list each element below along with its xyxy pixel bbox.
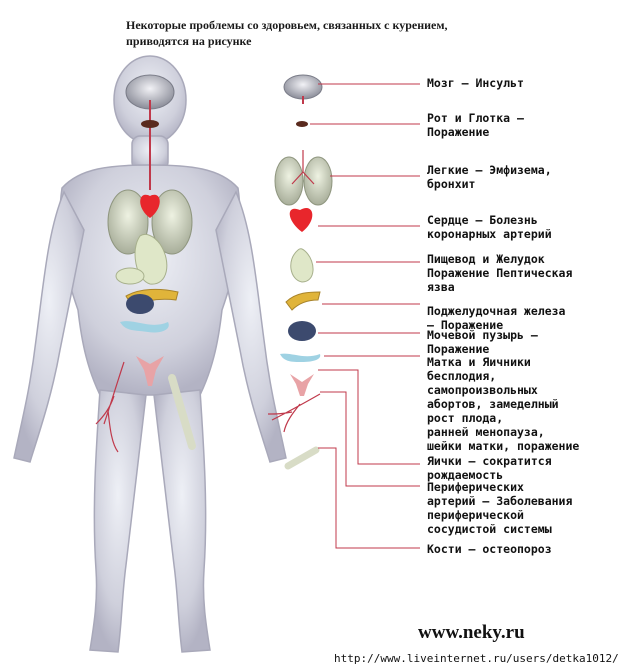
right-arm [215, 190, 287, 463]
label-brain: Мозг — Инсульт [427, 76, 524, 90]
left-arm [13, 190, 85, 463]
body-femur [168, 374, 196, 450]
lungs-icon [274, 150, 333, 206]
bladder-icon [288, 321, 316, 341]
label-arteries: Периферических артерий — Заболевания пер… [427, 480, 573, 536]
right-leg [153, 389, 211, 653]
label-testes: Яички — сократится рождаемость [427, 454, 552, 482]
left-leg [89, 389, 147, 653]
label-uterus: Матка и Яичники бесплодия, самопроизволь… [427, 355, 580, 453]
body-left-lung [107, 189, 149, 255]
heart-icon [289, 208, 313, 232]
arteries-icon [267, 393, 321, 433]
body-mouth [141, 120, 159, 128]
label-pancreas: Поджелудочная железа — Поражение [427, 304, 566, 332]
stomach-icon [290, 248, 314, 283]
body-heart [140, 194, 160, 218]
source-url: http://www.liveinternet.ru/users/detka10… [334, 652, 619, 665]
body-pelvic-organ [136, 356, 164, 386]
body-stomach [134, 233, 168, 285]
body-liver [115, 267, 145, 285]
label-stomach: Пищевод и Желудок Поражение Пептическая … [427, 252, 573, 294]
body-bladder [126, 294, 154, 314]
organ-icons [267, 74, 333, 470]
body-organs [95, 74, 196, 453]
body-uterus [120, 321, 169, 333]
body-right-lung [151, 189, 193, 255]
label-mouth: Рот и Глотка — Поражение [427, 111, 524, 139]
pancreas-icon [285, 291, 321, 311]
testes-icon [290, 374, 314, 396]
label-heart: Сердце — Болезнь коронарных артерий [427, 213, 552, 241]
smoking-health-diagram [13, 55, 420, 653]
bone-icon [284, 446, 320, 470]
mouth-icon [296, 121, 308, 127]
page-title: Некоторые проблемы со здоровьем, связанн… [126, 18, 448, 48]
label-bones: Кости — остеопороз [427, 542, 552, 556]
body-arteries [95, 361, 125, 453]
leader-lines [310, 83, 420, 549]
label-bladder: Мочевой пузырь — Поражение [427, 328, 538, 356]
uterus-icon [280, 353, 321, 362]
site-watermark: www.neky.ru [418, 622, 525, 643]
label-lungs: Легкие — Эмфизема, бронхит [427, 163, 552, 191]
brain-icon [283, 74, 323, 100]
